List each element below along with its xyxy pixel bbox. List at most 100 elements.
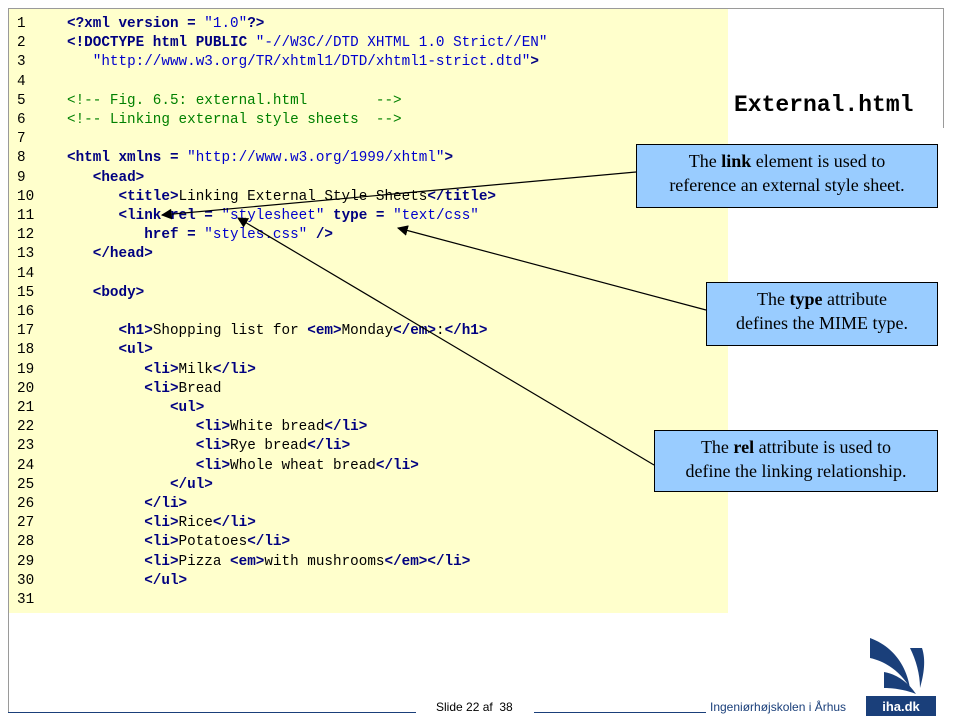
line-number: 29 xyxy=(17,553,35,570)
code-text: <html xmlns = "http://www.w3.org/1999/xh… xyxy=(67,149,453,168)
code-token: </ul> xyxy=(144,572,188,589)
line-number: 25 xyxy=(17,476,35,493)
code-token: </li> xyxy=(144,496,188,512)
code-token: Rice xyxy=(178,515,213,532)
code-token: <ul> xyxy=(118,342,153,359)
school-name: Ingeniørhøjskolen i Århus xyxy=(710,700,847,714)
code-token: <li> xyxy=(144,534,179,551)
code-token: with mushrooms xyxy=(264,553,385,570)
line-number: 30 xyxy=(17,572,35,589)
code-token: href = xyxy=(144,227,205,244)
slide-frame-top xyxy=(8,8,944,9)
code-token: Whole wheat bread xyxy=(230,457,376,474)
code-text: <title>Linking External Style Sheets</ti… xyxy=(67,188,496,207)
code-token: <?xml version = xyxy=(67,16,205,32)
callout-rel-line2: define the linking relationship. xyxy=(685,461,907,481)
slide-title: External.html xyxy=(734,92,914,118)
line-number: 2 xyxy=(17,35,26,52)
line-number: 24 xyxy=(17,457,35,474)
code-token: </li> xyxy=(212,515,256,532)
code-text: </head> xyxy=(67,245,153,264)
line-number: 6 xyxy=(17,112,26,128)
code-token: <html xmlns = xyxy=(67,150,188,167)
code-text: <head> xyxy=(67,169,144,188)
code-token: /> xyxy=(307,227,333,244)
code-token: <body> xyxy=(92,284,145,301)
code-token: "1.0" xyxy=(204,16,248,32)
code-token: <li> xyxy=(195,438,231,455)
code-token: Pizza xyxy=(178,553,231,570)
iha-logo-icon: iha.dk xyxy=(866,638,936,716)
line-number: 27 xyxy=(17,515,35,532)
arrow-link-to-link-tag xyxy=(160,171,637,220)
callout-link-line1: The link element is used to xyxy=(688,151,886,171)
code-token: Shopping list for xyxy=(152,323,308,340)
code-text: <body> xyxy=(67,284,144,303)
code-token: "http://www.w3.org/TR/xhtml1/DTD/xhtml1-… xyxy=(92,54,531,71)
code-listing: 1 <?xml version = "1.0"?> 2 <!DOCTYPE html … xyxy=(9,9,728,613)
code-token: </li> xyxy=(212,361,256,378)
callout-rel-attribute: The rel attribute is used to define the … xyxy=(654,430,938,492)
line-number: 4 xyxy=(17,73,26,90)
slide-frame-right xyxy=(943,8,944,128)
callout-type-line2: defines the MIME type. xyxy=(736,313,908,333)
code-token: Linking External Style Sheets xyxy=(178,188,428,205)
code-token: </li> xyxy=(375,457,419,474)
logo-text: iha.dk xyxy=(882,699,920,714)
code-token: > xyxy=(444,150,454,167)
code-token: : xyxy=(435,323,445,340)
line-number: 18 xyxy=(17,342,35,359)
code-text: <!-- Linking external style sheets --> xyxy=(67,111,402,130)
line-number: 3 xyxy=(17,54,26,71)
code-text: <h1>Shopping list for <em>Monday</em>:</… xyxy=(67,322,487,341)
code-token: <li> xyxy=(195,419,231,436)
line-number: 19 xyxy=(17,361,35,378)
code-text: <?xml version = "1.0"?> xyxy=(67,15,264,34)
line-number: 26 xyxy=(17,496,35,512)
line-number: 28 xyxy=(17,534,35,551)
line-number: 13 xyxy=(17,246,35,263)
code-token: </head> xyxy=(92,246,153,263)
code-token: "-//W3C//DTD XHTML 1.0 Strict//EN" xyxy=(255,35,548,52)
code-token: </em> xyxy=(393,323,436,340)
code-token: Potatoes xyxy=(178,534,248,551)
callout-link-element: The link element is used to reference an… xyxy=(636,144,938,208)
arrow-type-to-type-attr xyxy=(396,225,707,311)
line-number: 1 xyxy=(17,16,26,32)
code-text: <li>Rice</li> xyxy=(67,514,256,533)
code-token: </em></li> xyxy=(384,553,471,570)
code-token: <head> xyxy=(92,169,145,186)
code-token: > xyxy=(530,54,539,71)
slide-frame-left xyxy=(8,8,9,712)
line-number: 22 xyxy=(17,419,35,436)
code-text: <ul> xyxy=(67,341,153,360)
code-token: "http://www.w3.org/1999/xhtml" xyxy=(187,150,445,167)
code-text: <li>White bread</li> xyxy=(67,418,368,437)
code-token: <li> xyxy=(144,361,179,378)
arrow-rel-to-rel-attr xyxy=(237,217,655,466)
code-token: <em> xyxy=(307,323,342,340)
code-token: <title> xyxy=(118,188,179,205)
code-token: Milk xyxy=(178,361,213,378)
code-text: "http://www.w3.org/TR/xhtml1/DTD/xhtml1-… xyxy=(67,53,539,72)
code-token: <!DOCTYPE html PUBLIC xyxy=(67,35,256,52)
code-text: <ul> xyxy=(67,399,204,418)
code-token: <!-- Linking external style sheets --> xyxy=(67,112,402,128)
footer-line-left xyxy=(8,712,416,713)
callout-type-attribute: The type attribute defines the MIME type… xyxy=(706,282,938,346)
code-text: <li>Rye bread</li> xyxy=(67,437,350,456)
code-token: <em> xyxy=(230,553,265,570)
callout-type-line1: The type attribute xyxy=(757,289,887,309)
code-token: <ul> xyxy=(169,400,205,416)
code-text: <li>Potatoes</li> xyxy=(67,533,290,552)
line-number: 14 xyxy=(17,265,35,282)
code-token: <!-- Fig. 6.5: external.html --> xyxy=(67,92,402,109)
line-number: 8 xyxy=(17,150,26,167)
line-number: 7 xyxy=(17,131,26,148)
code-text: <!DOCTYPE html PUBLIC "-//W3C//DTD XHTML… xyxy=(67,34,547,53)
code-token: </li> xyxy=(324,419,368,436)
code-token: <li> xyxy=(195,457,231,474)
line-number: 20 xyxy=(17,380,35,397)
code-token: <li> xyxy=(144,515,179,532)
